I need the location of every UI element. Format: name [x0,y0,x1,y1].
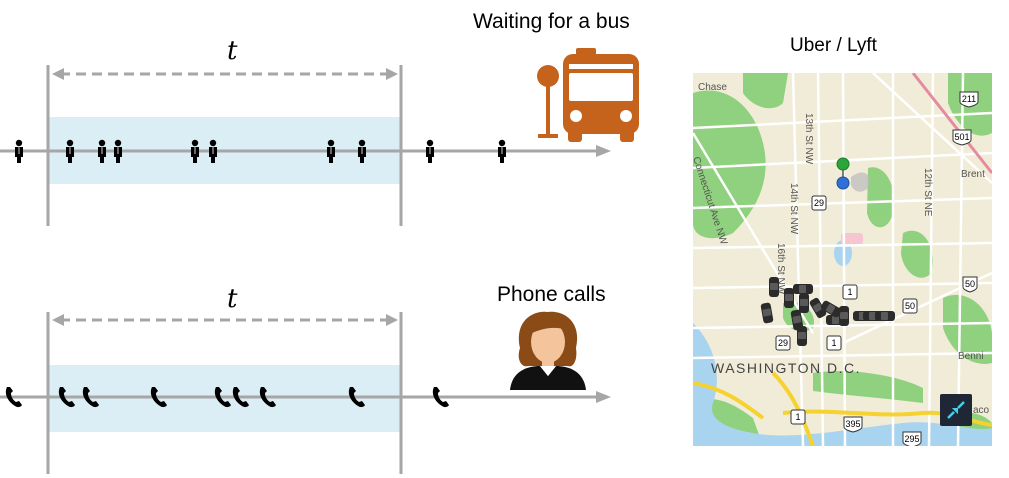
car-icon [809,297,827,319]
car-icon [875,311,895,321]
map-label-13th: 13th St NW [803,113,814,165]
road-shield: 1 [826,335,842,351]
bus-stop-sign-icon [537,65,559,138]
phone-icon [214,387,231,408]
svg-text:1: 1 [831,338,836,348]
collapse-arrows-icon[interactable] [940,394,972,426]
car-icon [839,306,849,326]
road-shield: 50 [902,298,918,314]
top-arrivals [15,139,506,163]
map-label-12th-ne: 12th St NE [922,168,933,217]
car-icon [784,288,794,308]
bus-icon [537,48,639,142]
top-timeline [0,65,611,226]
top-axis-arrowhead [596,145,611,157]
road-shield: 295 [902,431,922,446]
svg-text:1: 1 [847,287,852,297]
map-label-aco: aco [973,405,990,416]
person-icon [114,139,122,163]
car-icon [799,293,809,313]
svg-text:395: 395 [845,419,860,429]
phone-icon [232,387,249,408]
phone-icon [58,387,75,408]
car-icon [820,300,842,318]
dc-map[interactable]: Chase 13th St NW 14th St NW 16th St NW 1… [693,73,992,446]
svg-text:1: 1 [795,412,800,422]
person-icon [191,139,199,163]
phone-icon [432,387,449,408]
road-shield: 50 [962,276,978,293]
road-shield: 29 [775,335,791,351]
phone-icon [348,387,365,408]
map-label-14th: 14th St NW [788,183,799,235]
road-shield: 1 [842,284,858,300]
phone-calls-title: Phone calls [497,283,606,306]
bus-body-icon [563,48,639,142]
person-icon [98,139,106,163]
person-icon [15,139,23,163]
svg-text:295: 295 [904,434,919,444]
person-icon [426,139,434,163]
person-icon [66,139,74,163]
phone-icon [82,387,99,408]
svg-text:501: 501 [954,132,969,142]
bottom-timeline [0,312,611,474]
person-icon [209,139,217,163]
blue-pin-icon [836,176,850,190]
person-icon [327,139,335,163]
road-shield: 1 [790,409,806,425]
map-label-chase: Chase [698,82,727,93]
car-icon [769,277,779,297]
svg-text:29: 29 [814,198,824,208]
operator-icon [510,311,586,390]
car-icon [760,302,774,324]
bus-title: Waiting for a bus [473,10,630,33]
map-label-brent: Brent [961,169,985,180]
uber-lyft-title: Uber / Lyft [790,35,877,56]
map-label-benni: Benni [958,351,984,362]
bottom-axis-arrowhead [596,391,611,403]
bottom-interval-label: t [227,284,238,314]
top-interval-label: t [227,36,238,66]
phone-icon [259,387,276,408]
road-shield: 211 [959,91,979,108]
map-city-label: WASHINGTON D.C. [711,360,861,376]
svg-text:29: 29 [778,338,788,348]
car-icon [790,309,804,331]
svg-text:211: 211 [962,94,976,104]
svg-text:50: 50 [905,301,915,311]
map-label-16th: 16th St NW [775,243,786,295]
road-shield: 501 [952,129,972,146]
cars-cluster [760,277,895,346]
phone-icon [150,387,167,408]
car-icon [797,326,807,346]
road-shield: 29 [811,195,827,211]
road-shield: 395 [843,416,863,433]
bottom-arrivals [5,387,449,408]
car-icon [793,284,813,294]
phone-icon [5,387,22,408]
person-icon [498,139,506,163]
person-icon [358,139,366,163]
svg-text:50: 50 [965,279,975,289]
